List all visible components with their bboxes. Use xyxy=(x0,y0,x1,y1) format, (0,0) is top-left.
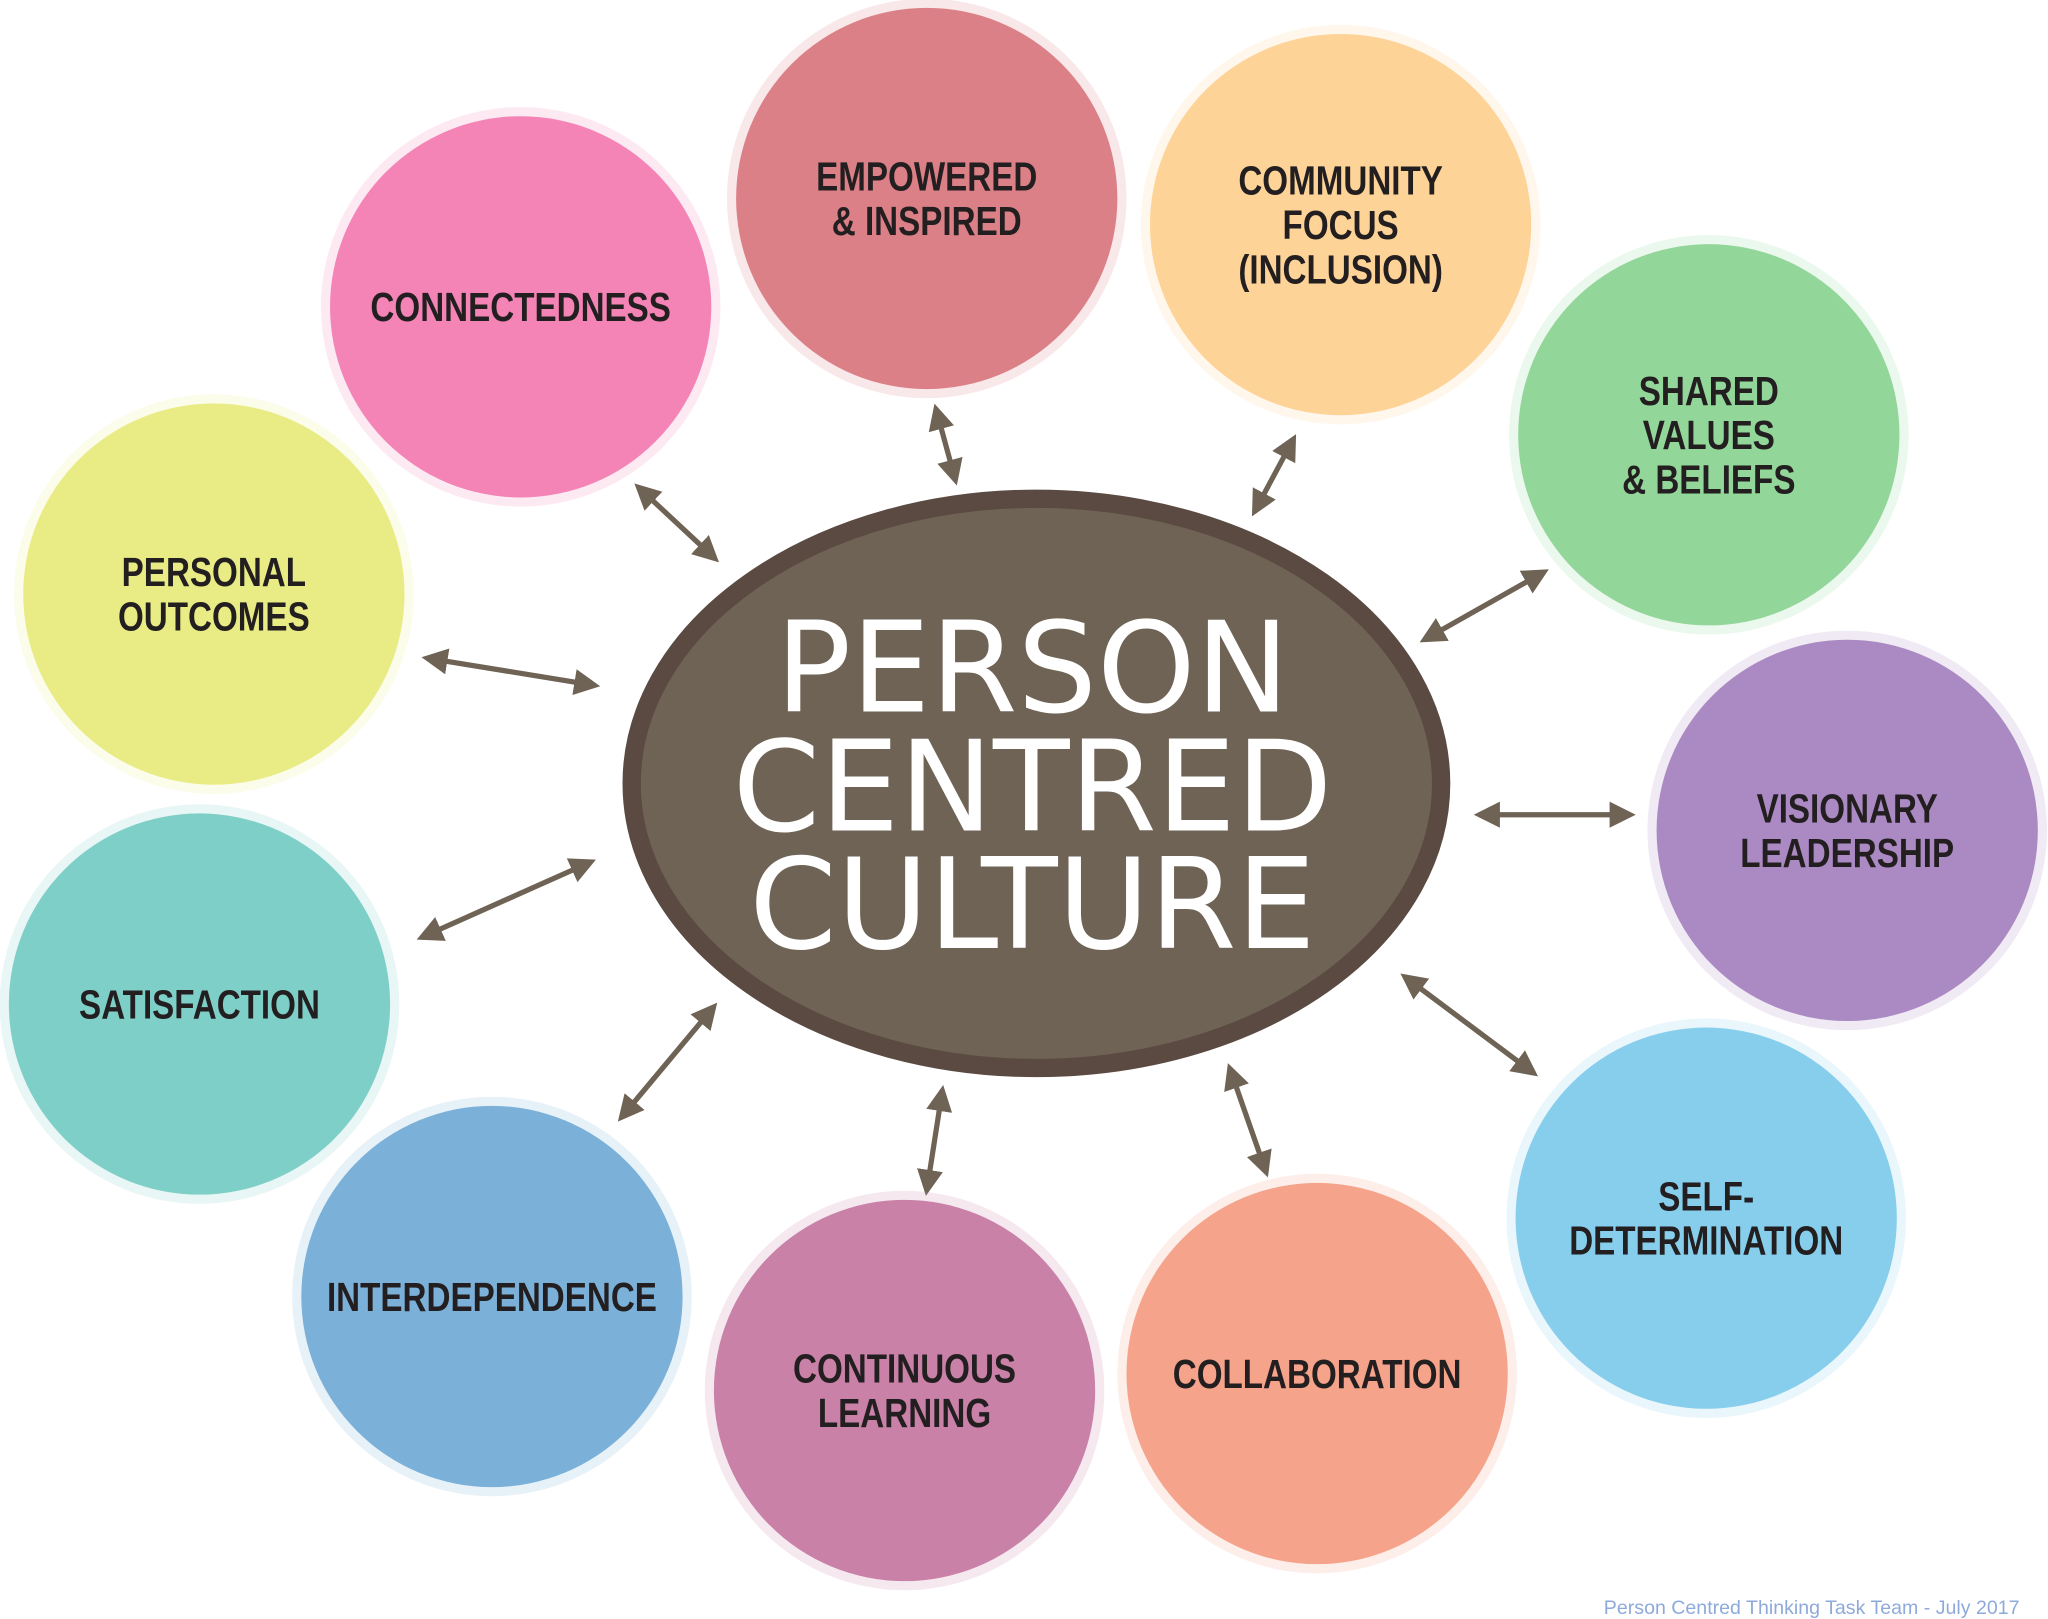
node-connectedness: CONNECTEDNESS xyxy=(320,107,721,507)
node-label: COMMUNITY xyxy=(1238,157,1443,203)
node-label: DETERMINATION xyxy=(1569,1218,1843,1264)
double-arrow xyxy=(917,1085,953,1196)
double-arrow xyxy=(421,648,601,695)
node-label: INTERDEPENDENCE xyxy=(327,1274,657,1320)
double-arrow xyxy=(1400,973,1539,1077)
node-circle xyxy=(1518,244,1900,626)
node-label: (INCLUSION) xyxy=(1238,246,1443,292)
node-self-determination: SELF-DETERMINATION xyxy=(1506,1018,1906,1418)
double-arrow xyxy=(1251,434,1297,517)
node-label: CONTINUOUS xyxy=(793,1345,1016,1391)
node-circle xyxy=(713,1199,1096,1582)
node-label: PERSONAL xyxy=(122,549,306,595)
node-circle xyxy=(8,813,391,1195)
node-label: EMPOWERED xyxy=(816,153,1037,199)
node-label: VISIONARY xyxy=(1757,785,1939,831)
node-label: FOCUS xyxy=(1283,202,1399,248)
double-arrow xyxy=(1224,1063,1272,1178)
node-circle xyxy=(1656,639,2038,1022)
center-ellipse-shape xyxy=(622,489,1451,1078)
node-label: SHARED xyxy=(1639,368,1779,414)
node-circle xyxy=(1149,33,1532,416)
center-ellipse: PERSON CENTRED CULTURE xyxy=(622,489,1451,1078)
node-label: & INSPIRED xyxy=(832,198,1022,244)
node-circle xyxy=(23,403,405,785)
node-interdependence: INTERDEPENDENCE xyxy=(292,1096,692,1497)
node-circle xyxy=(1126,1182,1508,1565)
connector-arrows xyxy=(416,403,1636,1196)
node-label: COLLABORATION xyxy=(1173,1351,1462,1397)
node-label: SELF- xyxy=(1658,1173,1754,1219)
node-label: LEARNING xyxy=(818,1390,991,1436)
double-arrow xyxy=(1419,569,1549,643)
center-line-2: CENTRED xyxy=(733,714,1333,860)
footer-credit: Person Centred Thinking Task Team - July… xyxy=(1604,1597,2020,1619)
node-collaboration: COLLABORATION xyxy=(1117,1173,1517,1574)
center-line-3: CULTURE xyxy=(749,832,1315,978)
node-circle xyxy=(1515,1027,1897,1409)
node-label: SATISFACTION xyxy=(79,981,320,1027)
double-arrow xyxy=(634,483,720,563)
double-arrow xyxy=(416,858,596,941)
node-circle xyxy=(330,116,712,498)
node-label: VALUES xyxy=(1643,412,1775,458)
node-label: & BELIEFS xyxy=(1622,456,1795,502)
double-arrow xyxy=(617,1002,718,1122)
node-satisfaction: SATISFACTION xyxy=(0,804,400,1204)
node-label: CONNECTEDNESS xyxy=(370,284,671,330)
double-arrow xyxy=(928,403,963,486)
node-circle xyxy=(301,1105,683,1488)
center-line-1: PERSON xyxy=(776,596,1290,742)
node-label: OUTCOMES xyxy=(118,593,310,639)
node-empowered: EMPOWERED& INSPIRED xyxy=(727,0,1127,399)
node-label: LEADERSHIP xyxy=(1740,830,1954,876)
node-circle xyxy=(736,7,1118,390)
